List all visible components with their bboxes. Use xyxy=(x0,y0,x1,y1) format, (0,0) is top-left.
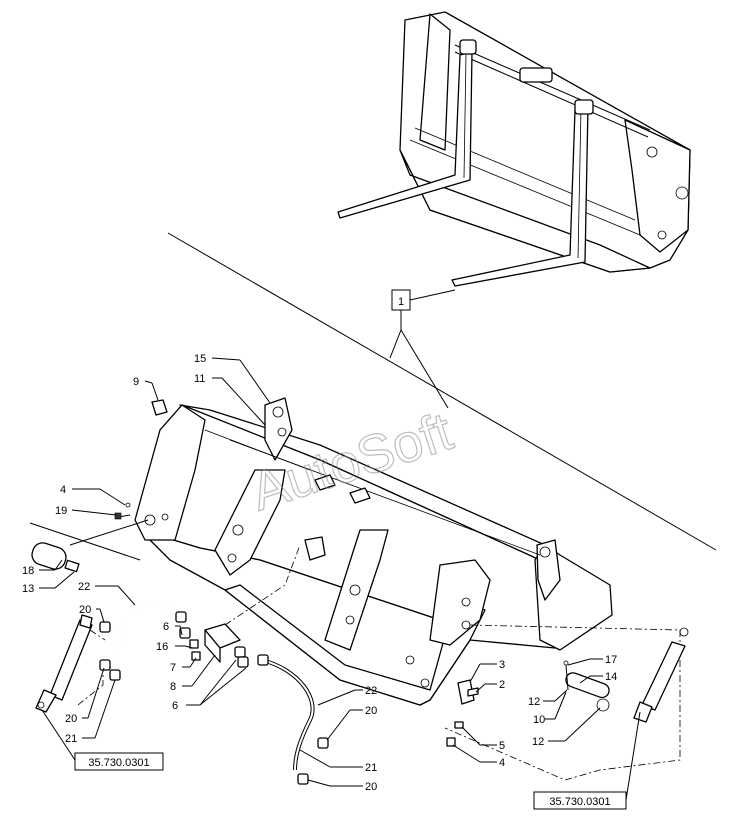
callout-21-right: 21 xyxy=(365,762,377,774)
callout-22-lower: 22 xyxy=(365,685,377,697)
reference-label-right: 35.730.0301 xyxy=(549,796,610,808)
callout-19: 19 xyxy=(55,505,67,517)
reference-box-left: 35.730.0301 xyxy=(41,709,164,771)
callout-20-mid-left: 20 xyxy=(65,713,77,725)
callout-10: 10 xyxy=(533,714,545,726)
reference-box-right: 35.730.0301 xyxy=(533,711,641,810)
part-9-block xyxy=(151,399,168,416)
callout-8: 8 xyxy=(170,681,176,693)
callout-9: 9 xyxy=(133,376,139,388)
callout-18: 18 xyxy=(22,565,34,577)
callout-12-lower: 12 xyxy=(532,736,544,748)
callout-20-mid-right: 20 xyxy=(365,705,377,717)
callout-4-left: 4 xyxy=(60,484,66,496)
reference-label-left: 35.730.0301 xyxy=(88,757,149,769)
callout-17: 17 xyxy=(605,654,617,666)
left-hydraulic-group xyxy=(29,502,329,785)
callout-22-upper: 22 xyxy=(78,581,90,593)
callout-6-upper: 6 xyxy=(163,621,169,633)
callout-labels: 15 11 9 4 19 18 13 22 20 6 16 7 xyxy=(22,353,617,793)
callout-21-left: 21 xyxy=(65,733,77,745)
callout-7: 7 xyxy=(170,662,176,674)
section-divider xyxy=(167,232,717,551)
callout-20-bottom: 20 xyxy=(365,781,377,793)
assembly-callout-1: 1 xyxy=(389,289,456,409)
callout-4-right: 4 xyxy=(499,757,505,769)
callout-2: 2 xyxy=(499,679,505,691)
callout-14: 14 xyxy=(605,671,617,683)
callout-20-upper-left: 20 xyxy=(79,604,91,616)
callout-6-lower: 6 xyxy=(172,700,178,712)
right-pin-group xyxy=(444,624,689,781)
callout-13: 13 xyxy=(22,583,34,595)
callout-11: 11 xyxy=(194,373,205,385)
callout-15: 15 xyxy=(194,353,206,365)
callout-12-upper: 12 xyxy=(528,696,540,708)
pallet-fork-drawing xyxy=(337,11,691,287)
bucket-drawing xyxy=(134,397,613,706)
callout-5: 5 xyxy=(499,740,505,752)
callout-3: 3 xyxy=(499,659,505,671)
callout-16: 16 xyxy=(156,641,168,653)
assembly-callout-label: 1 xyxy=(398,296,404,308)
